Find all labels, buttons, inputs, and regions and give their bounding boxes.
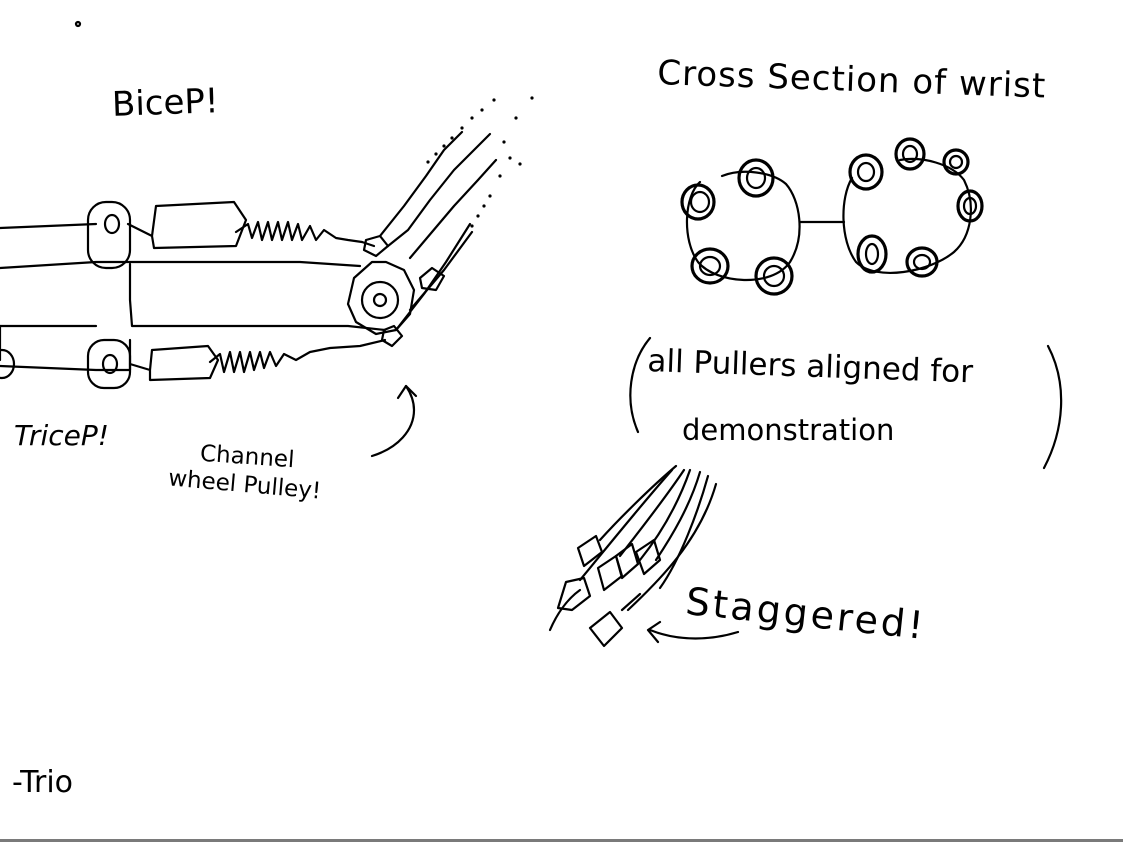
forearm-inner-bottom [408, 158, 498, 260]
signature: -Trio [12, 765, 74, 800]
staggered-arrow [648, 628, 740, 640]
close-parenthesis [1042, 344, 1063, 470]
bicep-anchor-hole [103, 213, 121, 235]
tricep-label: TriceP! [14, 419, 109, 452]
bicep-anchor-plate [86, 200, 132, 270]
elbow-housing [346, 260, 416, 336]
upper-arm-top-edge [0, 222, 98, 230]
forearm-anchor [418, 266, 446, 292]
channel-wheel-outer [360, 280, 400, 320]
pulley-arrow [370, 384, 416, 458]
tricep-anchor-hole [101, 353, 119, 375]
aligned-note-line2: demonstration [682, 413, 895, 447]
forearm-continuation-dots [426, 96, 534, 228]
channel-wheel-hub [372, 292, 388, 308]
upper-arm-lower-edge [128, 262, 387, 332]
elbow-upper-anchor [362, 234, 390, 258]
tricep-actuator [128, 344, 220, 382]
open-parenthesis [629, 336, 652, 434]
forearm-top-edge [378, 130, 464, 238]
forearm-inner-top [386, 132, 492, 248]
tricep-anchor-plate [86, 338, 132, 390]
stray-dot [74, 20, 82, 28]
bicep-label: BiceP! [111, 81, 220, 125]
pulley-arrow-head [396, 384, 418, 400]
bicep-actuator [126, 200, 248, 250]
elbow-lower-anchor [380, 324, 404, 348]
bicep-spring [234, 220, 364, 244]
bottom-rule [0, 839, 1123, 842]
staggered-arrow-head [646, 620, 662, 644]
tricep-spring [208, 338, 387, 374]
forearm-bottom-edge [394, 222, 472, 332]
upper-arm-bottom-edge [0, 324, 132, 372]
staggered-pullers [548, 464, 718, 648]
wrist-right-ring [842, 157, 972, 274]
upper-arm-inner-top [0, 260, 362, 270]
bicep-cable [360, 240, 376, 248]
left-joint-cap [0, 348, 16, 380]
forearm-far-edge [408, 230, 474, 312]
wrist-puller-nodes [680, 137, 984, 296]
